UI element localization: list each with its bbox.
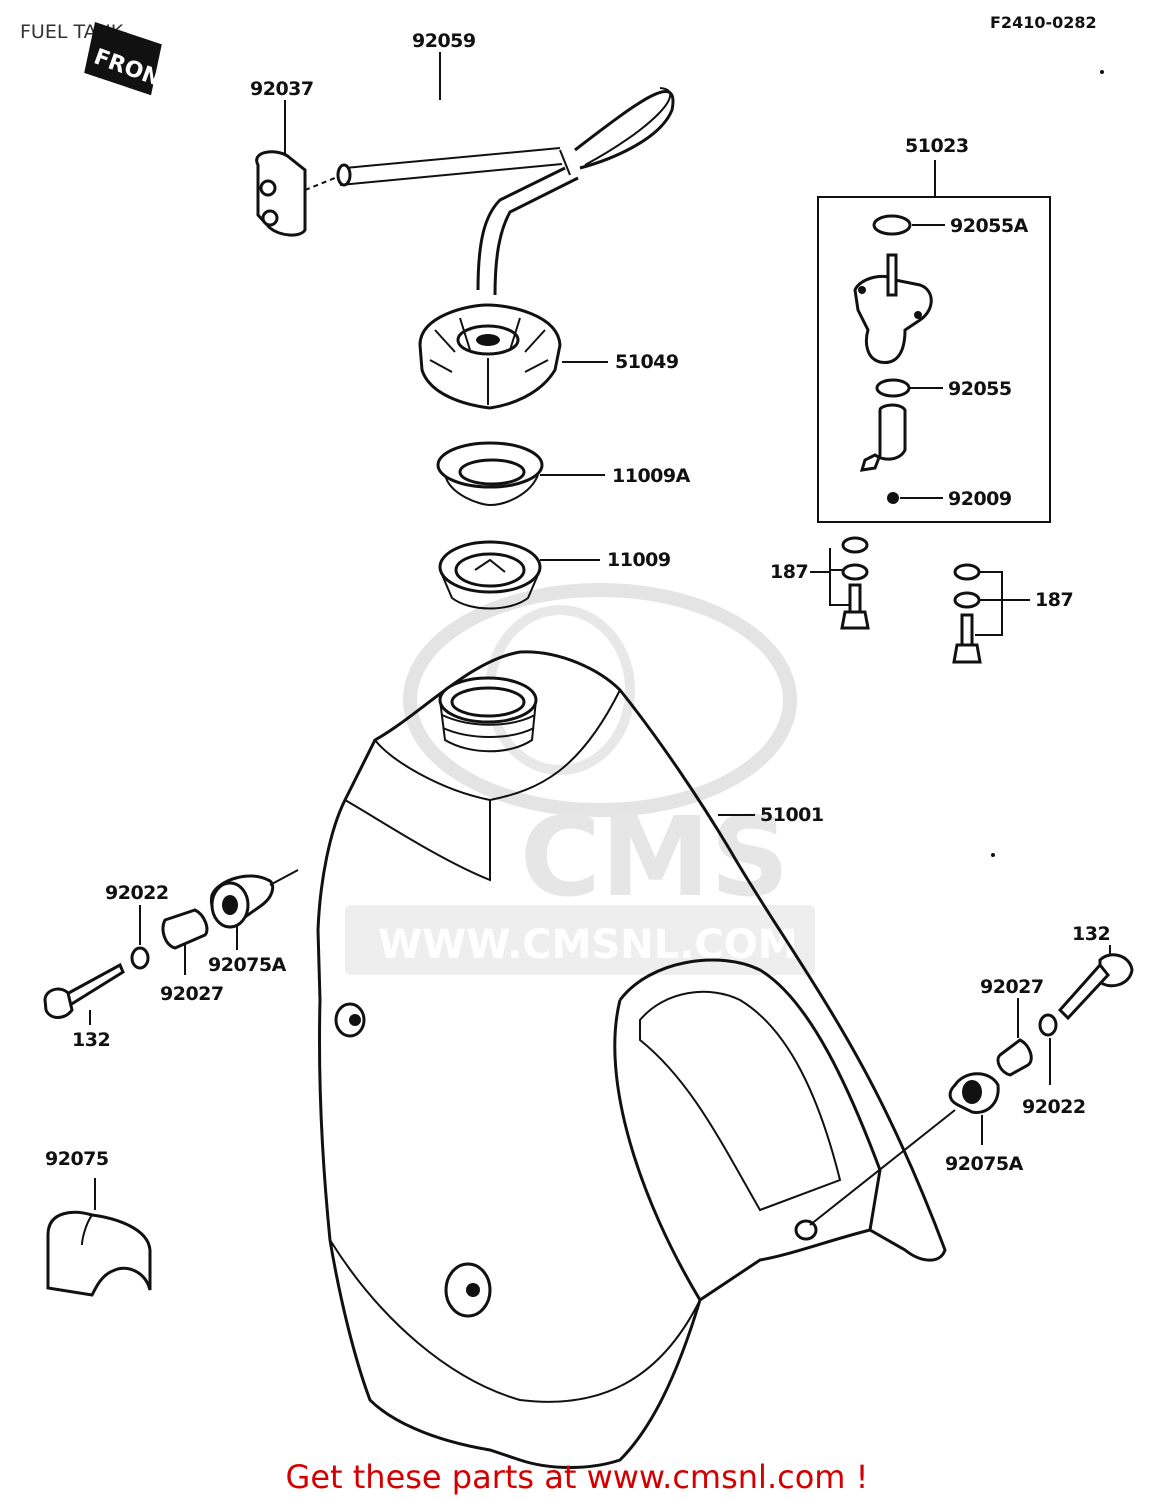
label-51001: 51001 <box>760 804 824 826</box>
label-187-right: 187 <box>1035 589 1073 611</box>
hose-clip <box>255 150 336 237</box>
diagram-reference-code: F2410-0282 <box>990 13 1097 32</box>
tank-cushion <box>46 1210 152 1297</box>
cock-mounting-bolts-left <box>829 536 870 630</box>
watermark-logo: CMS <box>520 793 789 921</box>
label-51049: 51049 <box>615 351 679 373</box>
label-92022-left: 92022 <box>105 882 169 904</box>
filler-neck <box>438 540 542 610</box>
front-tag: FRONT <box>84 22 178 97</box>
label-92027-right: 92027 <box>980 976 1044 998</box>
label-92027-left: 92027 <box>160 983 224 1005</box>
label-92075A-left: 92075A <box>208 954 287 976</box>
label-92075: 92075 <box>45 1148 109 1170</box>
label-132-right: 132 <box>1072 923 1110 945</box>
right-mounting-hardware <box>809 953 1134 1226</box>
watermark: CMS WWW.CMSNL.COM <box>345 583 815 975</box>
label-92055: 92055 <box>948 378 1012 400</box>
label-11009A: 11009A <box>612 465 691 487</box>
left-mounting-hardware <box>43 869 299 1019</box>
label-187-left: 187 <box>770 561 808 583</box>
fuel-tank <box>316 650 947 1469</box>
label-92037: 92037 <box>250 78 314 100</box>
label-11009: 11009 <box>607 549 671 571</box>
label-92055A: 92055A <box>950 215 1029 237</box>
label-92075A-right: 92075A <box>945 1153 1024 1175</box>
cock-mounting-bolts-right <box>952 563 1003 664</box>
fuel-cock-assembly <box>817 160 1051 523</box>
footer-promo: Get these parts at www.cmsnl.com ! <box>286 1458 869 1496</box>
breather-hose <box>336 87 675 296</box>
label-51023: 51023 <box>905 135 969 157</box>
label-92009: 92009 <box>948 488 1012 510</box>
fuel-cap <box>418 303 562 410</box>
label-92022-right: 92022 <box>1022 1096 1086 1118</box>
label-92059: 92059 <box>412 30 476 52</box>
cap-gasket <box>436 441 544 507</box>
label-132-left: 132 <box>72 1029 110 1051</box>
